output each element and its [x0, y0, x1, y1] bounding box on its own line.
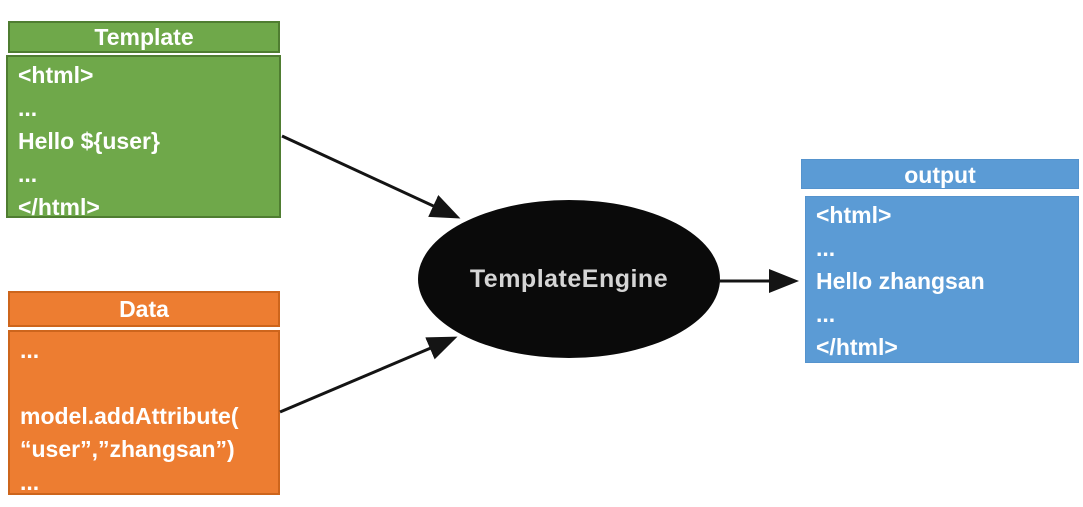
template-code-line: </html> — [18, 194, 100, 218]
arrow-data-to-engine — [279, 336, 458, 414]
template-box-body: <html> ... Hello ${user} ... </html> — [6, 55, 281, 218]
data-box-title: Data — [8, 291, 280, 327]
output-code-line: Hello zhangsan — [816, 268, 985, 294]
data-code-line — [20, 367, 272, 400]
data-code-line: model.addAttribute( — [20, 403, 239, 429]
data-code-line: ... — [20, 469, 40, 495]
output-box-body: <html> ... Hello zhangsan ... </html> — [805, 196, 1079, 363]
output-code-line: </html> — [816, 334, 898, 360]
template-engine-label: TemplateEngine — [469, 264, 669, 293]
data-code-line: “user”,”zhangsan”) — [20, 436, 235, 462]
template-code-line: Hello ${user} — [18, 128, 160, 154]
output-code-line: ... — [816, 301, 836, 327]
output-code-line: ... — [816, 235, 836, 261]
template-code-line: ... — [18, 95, 38, 121]
template-box-title: Template — [8, 21, 280, 53]
template-engine-ellipse: TemplateEngine — [418, 200, 720, 358]
arrow-template-to-engine — [281, 134, 461, 219]
template-code-line: <html> — [18, 62, 94, 88]
output-code-line: <html> — [816, 202, 892, 228]
template-code-line: ... — [18, 161, 38, 187]
data-box-body: ... model.addAttribute( “user”,”zhangsan… — [8, 330, 280, 495]
data-code-line: ... — [20, 337, 40, 363]
output-box-title: output — [801, 159, 1079, 189]
